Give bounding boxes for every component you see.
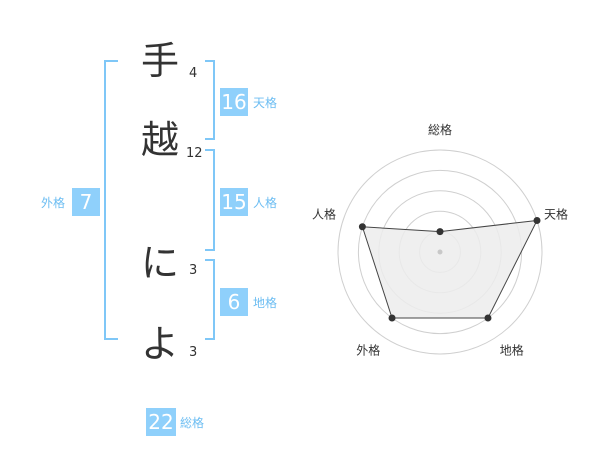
name-char-2: 越	[141, 118, 180, 162]
soukaku-label: 総格	[180, 416, 205, 430]
radar-axis-label-4: 外格	[356, 343, 380, 358]
jinkaku-label: 人格	[253, 196, 278, 210]
radar-center-dot	[437, 249, 443, 255]
stroke-count-2: 12	[186, 146, 203, 161]
gaikaku-value-badge: 7	[72, 188, 100, 216]
tenkaku-value-badge: 16	[220, 88, 248, 116]
radar-point-4	[388, 314, 396, 322]
gaikaku-bracket-vertical	[104, 60, 106, 340]
name-char-1: 手	[141, 39, 180, 83]
radar-axis-label-3: 地格	[500, 343, 524, 358]
chikaku-value-badge: 6	[220, 288, 248, 316]
radar-axis-label-1: 総格	[428, 122, 452, 137]
jinkaku-value-badge: 15	[220, 188, 248, 216]
gaikaku-bracket-top	[104, 60, 118, 62]
radar-axis-label-5: 人格	[312, 206, 336, 221]
stroke-count-1: 4	[189, 66, 198, 81]
radar-point-2	[533, 216, 541, 224]
radar-point-1	[436, 228, 444, 236]
tenkaku-label: 天格	[253, 96, 278, 110]
radar-grid-ring-5	[337, 149, 543, 355]
gaikaku-label: 外格	[41, 196, 66, 210]
name-char-3: に	[141, 241, 180, 285]
chikaku-label: 地格	[253, 296, 278, 310]
gaikaku-bracket-bottom	[104, 338, 118, 340]
name-char-4: よ	[141, 322, 180, 366]
soukaku-value-badge: 22	[146, 408, 176, 436]
radar-point-3	[484, 314, 492, 322]
stroke-count-4: 3	[189, 345, 198, 360]
radar-point-5	[358, 223, 366, 231]
stroke-count-3: 3	[189, 263, 198, 278]
radar-axis-label-2: 天格	[544, 206, 568, 221]
radar-value-polygon	[361, 219, 538, 319]
